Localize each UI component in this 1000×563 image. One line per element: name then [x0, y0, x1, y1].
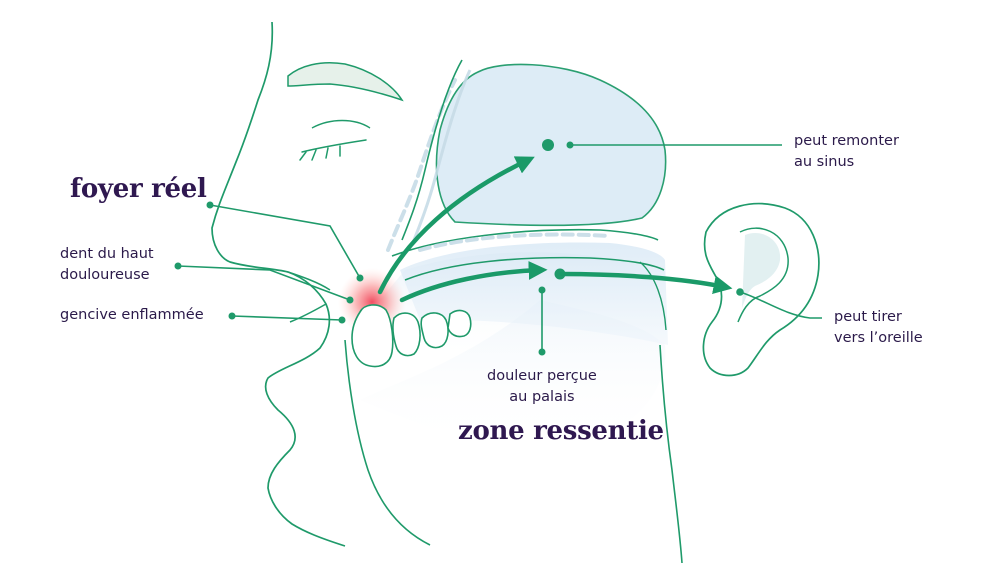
- label-ear-line1: peut tirer: [834, 309, 902, 325]
- jaw-line: [344, 339, 431, 546]
- dot-sinus-label: [566, 141, 574, 149]
- dot-ear: [736, 288, 744, 296]
- dot-gum: [228, 312, 236, 320]
- upper-teeth: [351, 304, 472, 368]
- tooth-2: [392, 312, 421, 357]
- arrow-to-sinus: [377, 156, 535, 295]
- lips-line: [287, 271, 331, 323]
- dot-sinus-target: [542, 139, 554, 151]
- label-gum: gencive enflammée: [60, 307, 204, 323]
- nasal-ridge: [401, 59, 463, 241]
- eye-socket: [311, 119, 371, 129]
- ear: [702, 202, 820, 377]
- tooth-4: [447, 309, 472, 338]
- tooth-front: [351, 304, 394, 368]
- title-felt: zone ressentie: [458, 416, 664, 446]
- label-palate-line2: au palais: [509, 389, 575, 405]
- nasal-ridge-inner: [410, 69, 472, 246]
- dot-palate-end: [538, 348, 546, 356]
- label-tooth-line2: douloureuse: [60, 267, 150, 283]
- dot-tooth-end: [346, 296, 354, 304]
- palate-lower-line: [404, 256, 665, 281]
- leader-gum: [231, 315, 343, 321]
- label-ear: peut tirer vers l’oreille: [834, 307, 923, 349]
- throat-fill: [360, 300, 666, 451]
- leader-ear: [739, 291, 822, 319]
- face-profile: [211, 21, 346, 547]
- ear-inner-shade: [742, 232, 781, 308]
- label-tooth: dent du haut douloureuse: [60, 244, 154, 286]
- closed-eye: [299, 139, 367, 161]
- arrow-to-ear: [559, 271, 733, 295]
- dot-palate-stem: [538, 286, 546, 294]
- neck-line: [659, 344, 683, 563]
- ear-inner: [737, 227, 789, 323]
- throat-back: [639, 261, 667, 331]
- dot-foyer: [206, 201, 214, 209]
- label-palate-line1: douleur perçue: [487, 368, 597, 384]
- label-sinus-line1: peut remonter: [794, 133, 899, 149]
- tooth-3: [420, 312, 449, 349]
- palate-upper-line: [391, 228, 659, 257]
- label-ear-line2: vers l’oreille: [834, 330, 923, 346]
- label-sinus: peut remonter au sinus: [794, 131, 899, 173]
- label-palate: douleur perçue au palais: [487, 366, 597, 408]
- title-source: foyer réel: [70, 174, 207, 204]
- eyebrow: [287, 62, 404, 102]
- leader-foyer: [209, 204, 361, 279]
- dot-gum-end: [338, 316, 346, 324]
- dot-tooth: [174, 262, 182, 270]
- arrow-to-palate: [399, 261, 548, 303]
- label-sinus-line2: au sinus: [794, 154, 855, 170]
- label-tooth-line1: dent du haut: [60, 246, 154, 262]
- leader-tooth: [177, 265, 351, 301]
- dot-foyer-end: [356, 274, 364, 282]
